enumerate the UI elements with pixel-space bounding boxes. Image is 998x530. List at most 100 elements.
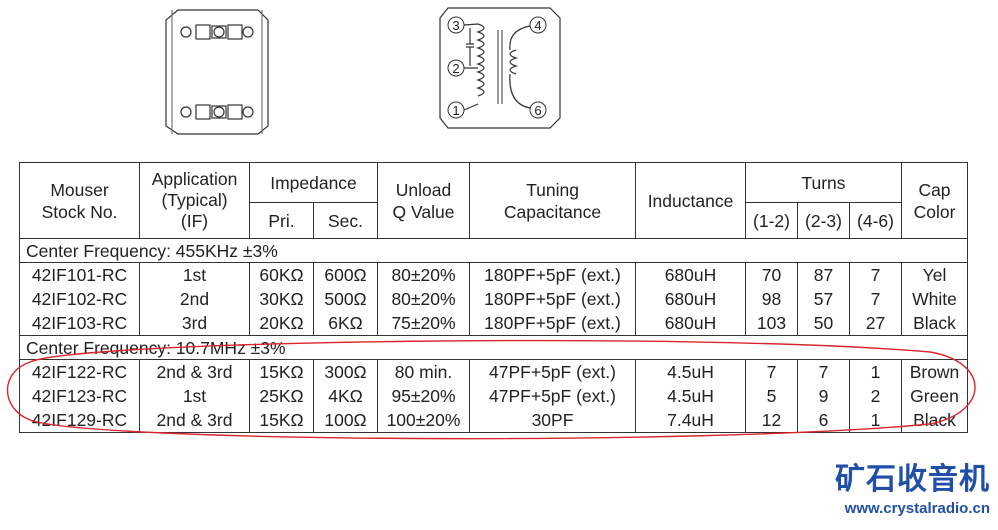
cell-stock: 42IF103-RC	[19, 311, 140, 336]
table-row: 42IF101-RC 1st 60KΩ 600Ω 80±20% 180PF+5p…	[19, 262, 968, 287]
cell-turns-1-2: 70	[745, 262, 798, 287]
cell-turns-1-2: 12	[745, 408, 798, 433]
watermark-url: www.crystalradio.cn	[844, 500, 990, 517]
cell-q: 80±20%	[377, 287, 470, 311]
table-row: 42IF123-RC 1st 25KΩ 4KΩ 95±20% 47PF+5pF …	[19, 384, 968, 408]
cell-turns-2-3: 87	[797, 262, 850, 287]
cell-capacitance: 180PF+5pF (ext.)	[469, 311, 636, 336]
cell-stock: 42IF129-RC	[19, 408, 140, 433]
package-outline-drawing	[165, 9, 269, 135]
cell-turns-1-2: 5	[745, 384, 798, 408]
cell-sec: 6KΩ	[313, 311, 378, 336]
section-10-7mhz-rows: 42IF122-RC 2nd & 3rd 15KΩ 300Ω 80 min. 4…	[19, 359, 968, 433]
cell-application: 1st	[139, 262, 250, 287]
pin-3-label: 3	[452, 18, 459, 33]
cell-turns-1-2: 7	[745, 359, 798, 384]
cell-turns-1-2: 98	[745, 287, 798, 311]
section-455khz-rows: 42IF101-RC 1st 60KΩ 600Ω 80±20% 180PF+5p…	[19, 262, 968, 336]
cell-capacitance: 180PF+5pF (ext.)	[469, 287, 636, 311]
cell-pri: 20KΩ	[249, 311, 314, 336]
cell-pri: 60KΩ	[249, 262, 314, 287]
cell-cap-color: Green	[901, 384, 968, 408]
cell-inductance: 4.5uH	[635, 384, 746, 408]
cell-cap-color: Brown	[901, 359, 968, 384]
schematic-drawing	[439, 7, 561, 129]
component-diagrams: 3 2 1 4 6	[165, 7, 561, 135]
header-pri: Pri.	[249, 202, 314, 239]
header-inductance: Inductance	[635, 162, 746, 239]
cell-sec: 600Ω	[313, 262, 378, 287]
cell-turns-2-3: 7	[797, 359, 850, 384]
cell-q: 95±20%	[377, 384, 470, 408]
cell-pri: 25KΩ	[249, 384, 314, 408]
header-stock-no: Mouser Stock No.	[19, 162, 140, 239]
table-row: 42IF103-RC 3rd 20KΩ 6KΩ 75±20% 180PF+5pF…	[19, 311, 968, 336]
pin-2-label: 2	[452, 61, 459, 76]
cell-inductance: 7.4uH	[635, 408, 746, 433]
cell-cap-color: Black	[901, 311, 968, 336]
site-watermark: 矿石收音机 www.crystalradio.cn	[820, 462, 990, 526]
cell-capacitance: 47PF+5pF (ext.)	[469, 384, 636, 408]
cell-cap-color: White	[901, 287, 968, 311]
section-10-7mhz-header: Center Frequency: 10.7MHz ±3%	[19, 335, 968, 360]
cell-cap-color: Black	[901, 408, 968, 433]
header-tuning-capacitance: Tuning Capacitance	[469, 162, 636, 239]
pin-1-label: 1	[452, 103, 459, 118]
cell-q: 80 min.	[377, 359, 470, 384]
cell-capacitance: 47PF+5pF (ext.)	[469, 359, 636, 384]
cell-sec: 300Ω	[313, 359, 378, 384]
table-row: 42IF102-RC 2nd 30KΩ 500Ω 80±20% 180PF+5p…	[19, 287, 968, 311]
cell-pri: 30KΩ	[249, 287, 314, 311]
header-sec: Sec.	[313, 202, 378, 239]
cell-pri: 15KΩ	[249, 408, 314, 433]
cell-turns-4-6: 7	[849, 262, 902, 287]
cell-cap-color: Yel	[901, 262, 968, 287]
cell-q: 80±20%	[377, 262, 470, 287]
cell-application: 1st	[139, 384, 250, 408]
cell-turns-4-6: 1	[849, 408, 902, 433]
cell-q: 100±20%	[377, 408, 470, 433]
header-application: Application (Typical) (IF)	[139, 162, 250, 239]
cell-capacitance: 180PF+5pF (ext.)	[469, 262, 636, 287]
cell-stock: 42IF102-RC	[19, 287, 140, 311]
cell-turns-4-6: 2	[849, 384, 902, 408]
cell-application: 2nd	[139, 287, 250, 311]
header-turns-4-6: (4-6)	[849, 202, 902, 239]
pin-4-label: 4	[534, 18, 541, 33]
pin-6-label: 6	[534, 103, 541, 118]
cell-pri: 15KΩ	[249, 359, 314, 384]
cell-application: 3rd	[139, 311, 250, 336]
watermark-chinese-title: 矿石收音机	[835, 462, 990, 497]
cell-turns-2-3: 57	[797, 287, 850, 311]
cell-inductance: 4.5uH	[635, 359, 746, 384]
cell-inductance: 680uH	[635, 262, 746, 287]
cell-application: 2nd & 3rd	[139, 359, 250, 384]
cell-turns-4-6: 27	[849, 311, 902, 336]
section-title: Center Frequency: 455KHz ±3%	[19, 238, 968, 263]
cell-stock: 42IF123-RC	[19, 384, 140, 408]
header-impedance: Impedance	[249, 162, 378, 203]
table-row: 42IF129-RC 2nd & 3rd 15KΩ 100Ω 100±20% 3…	[19, 408, 968, 433]
spec-table: Mouser Stock No. Application (Typical) (…	[19, 162, 968, 433]
cell-application: 2nd & 3rd	[139, 408, 250, 433]
header-unload-q: Unload Q Value	[377, 162, 470, 239]
cell-inductance: 680uH	[635, 287, 746, 311]
cell-turns-4-6: 1	[849, 359, 902, 384]
cell-q: 75±20%	[377, 311, 470, 336]
cell-sec: 4KΩ	[313, 384, 378, 408]
cell-turns-1-2: 103	[745, 311, 798, 336]
cell-capacitance: 30PF	[469, 408, 636, 433]
table-row: 42IF122-RC 2nd & 3rd 15KΩ 300Ω 80 min. 4…	[19, 359, 968, 384]
header-turns-2-3: (2-3)	[797, 202, 850, 239]
cell-turns-2-3: 50	[797, 311, 850, 336]
cell-turns-2-3: 9	[797, 384, 850, 408]
table-header: Mouser Stock No. Application (Typical) (…	[19, 162, 968, 239]
cell-stock: 42IF101-RC	[19, 262, 140, 287]
cell-turns-2-3: 6	[797, 408, 850, 433]
section-title: Center Frequency: 10.7MHz ±3%	[19, 335, 968, 360]
cell-stock: 42IF122-RC	[19, 359, 140, 384]
header-cap-color: Cap Color	[901, 162, 968, 239]
cell-turns-4-6: 7	[849, 287, 902, 311]
header-turns-1-2: (1-2)	[745, 202, 798, 239]
schematic-pin-labels: 3 2 1 4 6	[447, 16, 547, 119]
